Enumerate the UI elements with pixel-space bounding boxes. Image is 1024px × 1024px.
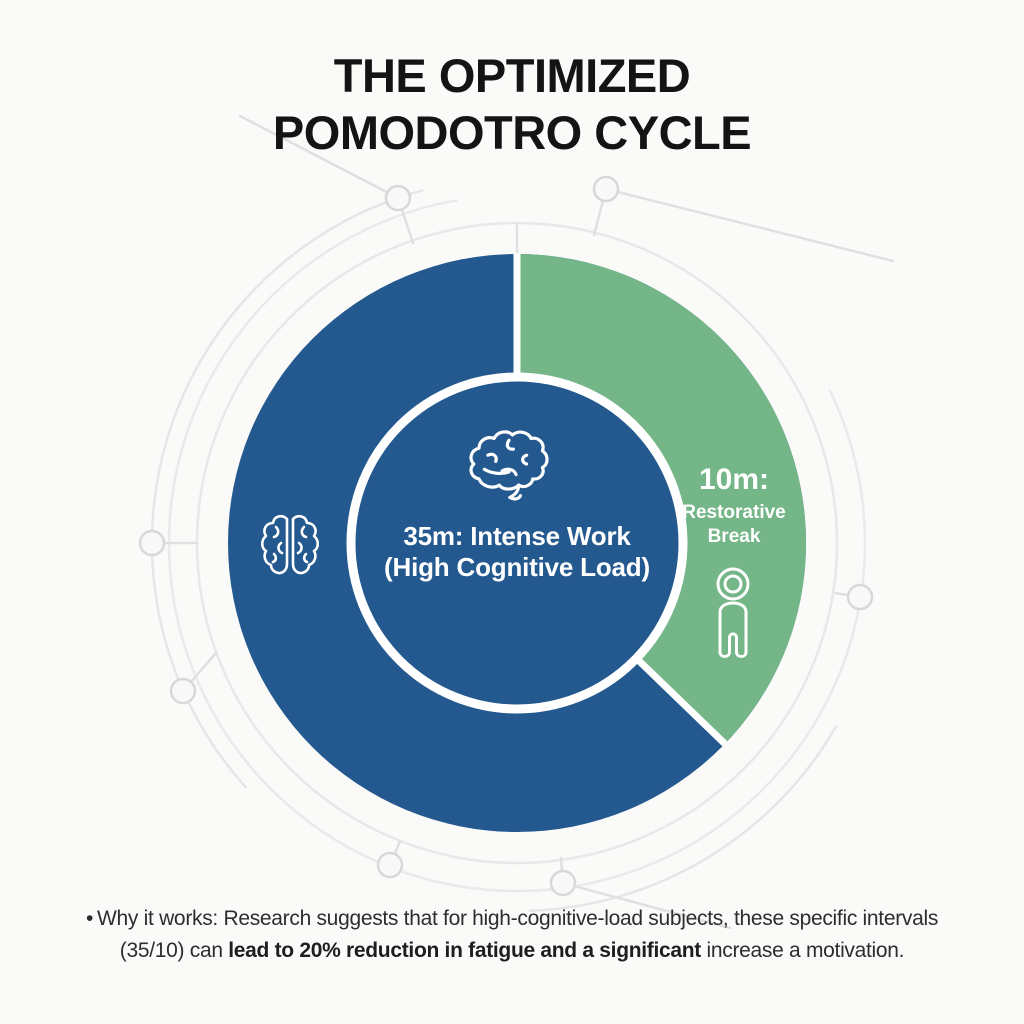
page-title: THE OPTIMIZED POMODOTRO CYCLE — [0, 47, 1024, 162]
brain-top-icon — [260, 514, 320, 575]
decor-ring-mid-b — [828, 389, 867, 599]
footnote-line-1-text: Why it works: Research suggests that for… — [97, 907, 939, 930]
work-slice-label-line-1: 35m: Intense Work — [403, 521, 631, 551]
work-slice-label-line-2: (High Cognitive Load) — [384, 551, 650, 582]
work-slice-label: 35m: Intense Work (High Cognitive Load) — [384, 521, 650, 582]
footnote-line-2-start: (35/10) can — [119, 938, 229, 962]
title-line-1: THE OPTIMIZED — [333, 49, 691, 102]
title-line-2: POMODOTRO CYCLE — [272, 106, 752, 160]
donut-center — [346, 372, 688, 714]
break-slice-label: 10m: Restorative Break — [682, 463, 786, 550]
decor-ring-outer-b — [528, 725, 837, 913]
bullet-icon: • — [85, 907, 93, 930]
break-slice-duration: 10m: — [698, 463, 770, 496]
pie-chart — [228, 254, 807, 832]
brain-side-icon — [469, 430, 549, 501]
break-slice-word-2: Break — [707, 526, 761, 548]
decor-nodes — [138, 175, 874, 897]
footnote-line-2: (35/10) can lead to 20% reduction in fat… — [47, 935, 977, 967]
footnote-line-2-end: increase a motivation. — [701, 938, 905, 962]
resting-person-icon — [716, 567, 750, 658]
footnote-line-2-bold: lead to 20% reduction in fatigue and a s… — [228, 938, 701, 962]
decor-ring-mid — [167, 199, 862, 893]
break-slice-word-1: Restorative — [682, 501, 786, 523]
circuit-decoration — [138, 114, 895, 930]
footnote: •Why it works: Research suggests that fo… — [47, 903, 977, 966]
footnote-line-1: •Why it works: Research suggests that fo… — [47, 903, 977, 935]
